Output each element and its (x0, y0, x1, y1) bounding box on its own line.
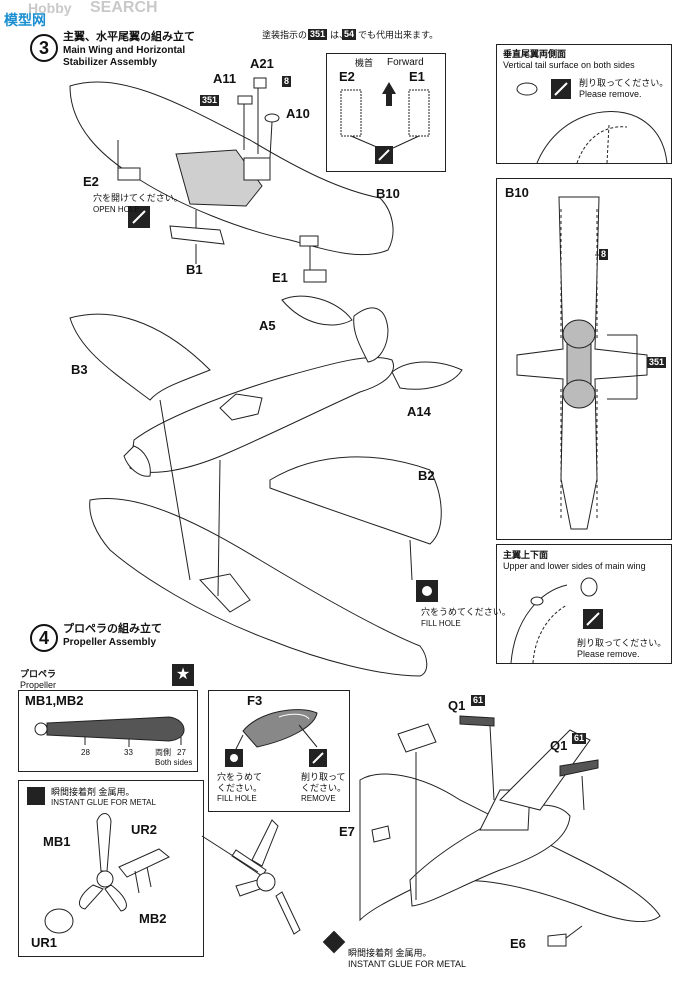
part-ur1: UR1 (31, 935, 58, 950)
propeller-box: MB1,MB2 28 33 両側 27 Both sides (18, 690, 198, 772)
remove-2-jp-b: ください。 (301, 783, 347, 793)
fill-hole-2-jp-b: ください。 (217, 783, 263, 793)
glue-en: INSTANT GLUE FOR METAL (51, 798, 156, 807)
part-e2: E2 (83, 174, 99, 189)
part-mb1: MB1 (43, 834, 71, 849)
canopy-drawing (225, 709, 327, 767)
propeller-both-en: Both sides (155, 758, 193, 767)
prop-parts-drawing (44, 813, 170, 934)
part-a5: A5 (259, 318, 276, 333)
paint-code-54: 54 (342, 29, 357, 40)
glue-diamond-icon (27, 787, 45, 805)
part-e2-forward: E2 (339, 69, 355, 84)
part-b1: B1 (186, 262, 203, 277)
part-mb1-mb2: MB1,MB2 (25, 693, 84, 708)
inset-tail-title-en: Vertical tail surface on both sides (503, 60, 635, 70)
inset-wing-title-jp: 主翼上下面 (503, 550, 549, 560)
propeller-assembly-box: 瞬間接着剤 金属用。 INSTANT GLUE FOR METAL MB1 UR… (18, 780, 204, 957)
paint-code-8-inset: 8 (599, 249, 609, 260)
wing-sides-drawing (510, 577, 603, 663)
fill-hole-en: FILL HOLE (421, 619, 461, 628)
paint-note-text-a: 塗装指示の (262, 30, 308, 40)
watermark-prefix: Hobby (28, 0, 72, 16)
part-e1-forward: E1 (409, 69, 425, 84)
fill-hole-2-en: FILL HOLE (217, 794, 257, 803)
part-b10: B10 (376, 186, 400, 201)
part-a21: A21 (250, 56, 274, 71)
glue-2-jp: 瞬間接着剤 金属用。 (348, 948, 432, 958)
inset-wing-remove-en: Please remove. (577, 649, 640, 659)
inset-wing-remove-jp: 削り取ってください。 (577, 638, 667, 648)
step-4-number: 4 (30, 624, 58, 652)
blade-drawing (34, 716, 185, 747)
remove-2-en: REMOVE (301, 794, 336, 803)
inset-vertical-tail: 垂直尾翼両側面 Vertical tail surface on both si… (496, 44, 672, 164)
propeller-both-jp: 両側 (155, 748, 171, 757)
part-e6: E6 (510, 936, 526, 951)
part-q1-b: Q1 (550, 738, 568, 753)
part-a11: A11 (213, 71, 237, 86)
forward-label-jp: 機首 (355, 58, 374, 68)
paint-code-8-a: 8 (282, 76, 292, 87)
part-q1-a: Q1 (448, 698, 466, 713)
fill-hole-jp: 穴をうめてください。 (421, 607, 511, 617)
inset-tail-title-jp: 垂直尾翼両側面 (503, 49, 567, 59)
glue-jp: 瞬間接着剤 金属用。 (51, 787, 135, 797)
paint-code-351: 351 (308, 29, 328, 40)
part-b10-inset: B10 (505, 185, 529, 200)
fill-hole-2-jp: 穴をうめて (217, 772, 263, 782)
forward-label-en: Forward (387, 57, 424, 68)
inset-main-wing-sides: 主翼上下面 Upper and lower sides of main wing… (496, 544, 672, 664)
propeller-title-jp: プロペラ (20, 669, 57, 679)
inset-b10-wing-plan: B10 8 351 (496, 178, 672, 540)
paint-code-61-b: 61 (572, 733, 587, 744)
glue-2-en: INSTANT GLUE FOR METAL (348, 959, 467, 969)
propeller-code-28: 28 (81, 748, 90, 757)
part-e1: E1 (272, 270, 288, 285)
part-a10: A10 (286, 106, 310, 121)
part-e7: E7 (339, 824, 355, 839)
step-3-title-en-2: Stabilizer Assembly (63, 57, 158, 68)
inset-tail-remove-jp: 削り取ってください。 (579, 78, 669, 88)
propeller-title-en: Propeller (20, 680, 57, 690)
inset-tail-remove-en: Please remove. (579, 89, 642, 99)
part-mb2: MB2 (139, 911, 167, 926)
step-4-title-jp: プロペラの組み立て (63, 623, 162, 635)
forward-direction-box: 機首 Forward E2 E1 (326, 53, 446, 172)
open-hole-jp: 穴を開けてください。 (93, 193, 183, 203)
tail-drawing (516, 79, 668, 163)
paint-code-351-inset: 351 (647, 357, 667, 368)
step-4-title-en: Propeller Assembly (63, 637, 157, 648)
open-hole-en: OPEN HOLE (93, 205, 140, 214)
watermark: SEARCH (90, 0, 158, 16)
canopy-f3-box: F3 穴をうめて ください。 FILL HOLE 削り取って ください。 REM… (208, 690, 350, 812)
step-3-title-en-1: Main Wing and Horizontal (63, 45, 186, 56)
paint-note-text-b: は、 (330, 30, 349, 40)
step-3-title-jp: 主翼、水平尾翼の組み立て (63, 31, 195, 43)
paint-note-text-c: でも代用出来ます。 (358, 30, 439, 40)
part-f3: F3 (247, 693, 263, 708)
part-b2: B2 (418, 468, 435, 483)
forward-box-drawing (340, 82, 430, 164)
step-3-number: 3 (30, 34, 58, 62)
inset-wing-title-en: Upper and lower sides of main wing (503, 561, 646, 571)
part-b3: B3 (71, 362, 88, 377)
paint-code-61-a: 61 (471, 695, 486, 706)
b10-plan-drawing (516, 196, 648, 530)
propeller-code-33: 33 (124, 748, 133, 757)
remove-2-jp: 削り取って (301, 772, 346, 782)
paint-code-351-a: 351 (200, 95, 220, 106)
part-a14: A14 (407, 404, 431, 419)
propeller-code-27: 27 (177, 748, 186, 757)
part-ur2: UR2 (131, 822, 158, 837)
side-logo: 模型网 (4, 12, 46, 28)
star-icon: ★ (172, 664, 194, 686)
